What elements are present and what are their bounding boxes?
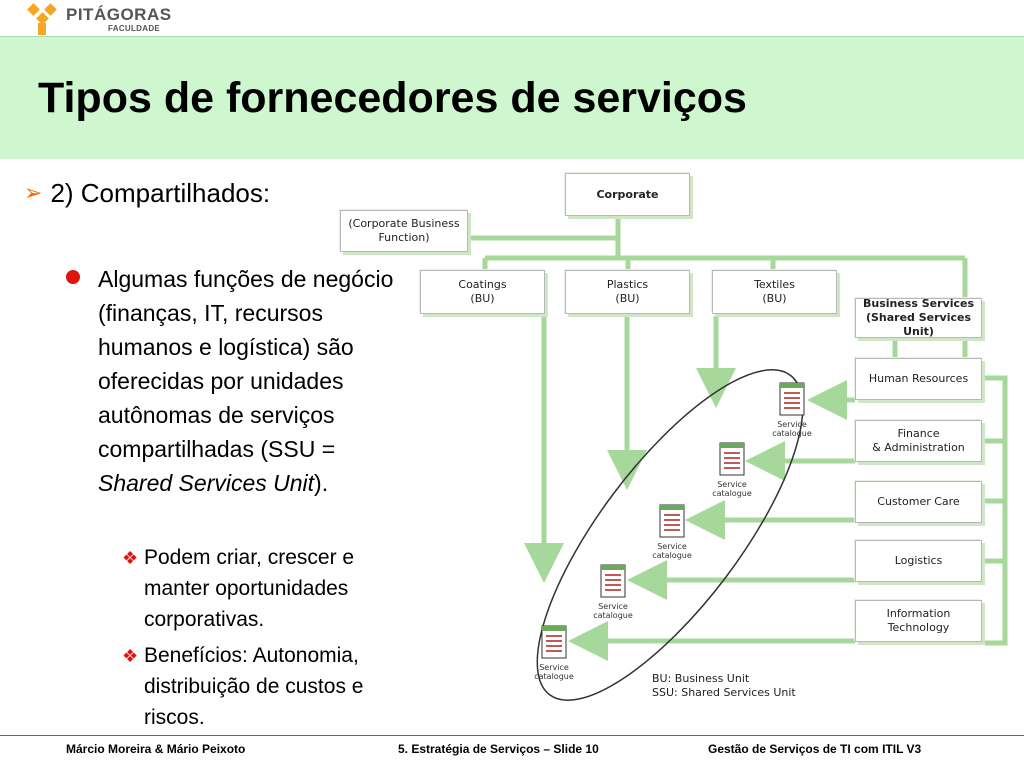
service-catalogue-label: Service catalogue [772, 420, 812, 438]
diamond-bullet-icon: ❖ [122, 548, 139, 568]
sub-bullet-text-italic: Shared Services Unit [98, 470, 315, 496]
sub-bullet-text-main: Algumas funções de negócio (finanças, IT… [98, 266, 394, 462]
ssu-human-resources-box: Human Resources [855, 358, 982, 400]
point-2-text: Benefícios: Autonomia, distribuição de c… [144, 644, 364, 729]
ssu-customer-care-box: Customer Care [855, 481, 982, 523]
ssu-finance-box: Finance & Administration [855, 420, 982, 462]
point-1: ❖ Podem criar, crescer e manter oportuni… [122, 542, 422, 635]
footer-course: Gestão de Serviços de TI com ITIL V3 [708, 742, 922, 756]
diamond-bullet-icon: ❖ [122, 646, 139, 666]
ssu-logistics-box: Logistics [855, 540, 982, 582]
title-band [0, 36, 1024, 159]
corporate-function-box: (Corporate Business Function) [340, 210, 468, 252]
bu-plastics-box: Plastics (BU) [565, 270, 690, 314]
service-catalogue-label: Service catalogue [534, 663, 574, 681]
slide-title: Tipos de fornecedores de serviços [38, 74, 747, 122]
pitagoras-logo-icon [27, 3, 57, 35]
service-catalogue-label: Service catalogue [593, 602, 633, 620]
ssu-it-box: Information Technology [855, 600, 982, 642]
shared-services-diagram: Service catalogue Service catalogue Serv… [335, 168, 1015, 713]
bu-coatings-box: Coatings (BU) [420, 270, 545, 314]
red-dot-bullet-icon [66, 270, 80, 284]
ssu-ellipse [536, 369, 804, 701]
footer-divider [0, 735, 1024, 736]
main-bullet: ➢ 2) Compartilhados: [24, 178, 270, 209]
point-1-text: Podem criar, crescer e manter oportunida… [144, 546, 355, 631]
diagram-legend: BU: Business Unit SSU: Shared Services U… [652, 672, 796, 700]
footer-slide-info: 5. Estratégia de Serviços – Slide 10 [398, 742, 599, 756]
service-catalogue-label: Service catalogue [652, 542, 692, 560]
bu-textiles-box: Textiles (BU) [712, 270, 837, 314]
service-catalogue-icons [541, 382, 805, 659]
logo-name: PITÁGORAS [66, 5, 172, 24]
point-2: ❖ Benefícios: Autonomia, distribuição de… [122, 640, 422, 733]
corporate-box: Corporate [565, 173, 690, 216]
diagram-connectors [468, 216, 1008, 701]
logo-subtitle: FACULDADE [108, 24, 161, 33]
legend-bu: BU: Business Unit [652, 672, 750, 685]
pitagoras-logo: PITÁGORAS FACULDADE [26, 2, 171, 38]
footer-authors: Márcio Moreira & Mário Peixoto [66, 742, 246, 756]
sub-bullet-text-end: ). [314, 470, 329, 496]
ssu-header-box: Business Services (Shared Services Unit) [855, 297, 982, 338]
main-bullet-text: 2) Compartilhados: [50, 178, 271, 208]
legend-ssu: SSU: Shared Services Unit [652, 686, 796, 699]
sub-bullet-text: Algumas funções de negócio (finanças, IT… [98, 262, 406, 500]
arrow-bullet-icon: ➢ [24, 180, 43, 205]
service-catalogue-label: Service catalogue [712, 480, 752, 498]
sub-bullet: Algumas funções de negócio (finanças, IT… [66, 262, 406, 500]
